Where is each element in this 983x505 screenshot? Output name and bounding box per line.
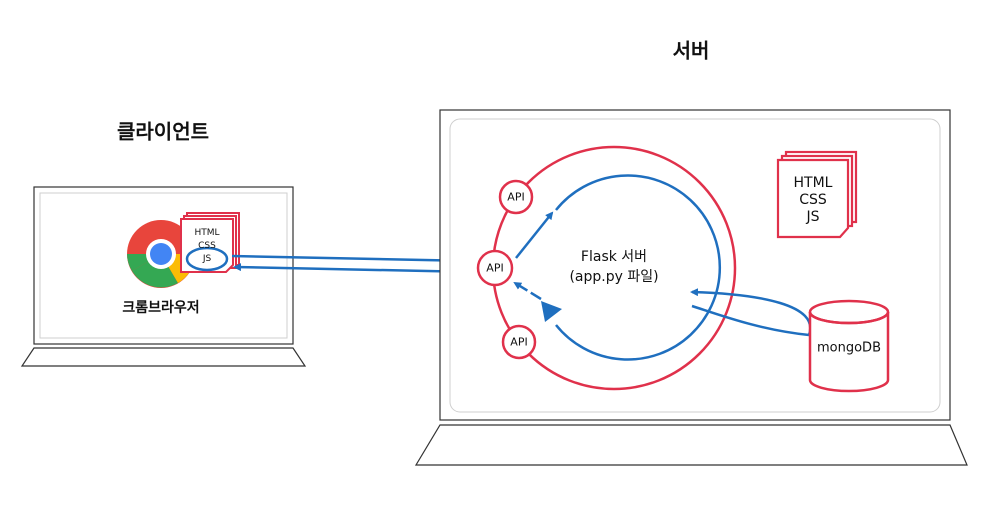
api-top-label: API [507,190,525,204]
server-laptop [414,109,968,466]
browser-label: 크롬브라우저 [122,300,200,316]
api-bottom-circle [501,324,537,360]
client-file-css: CSS [198,241,216,251]
client-file-stack [180,212,240,273]
flask-label: Flask 서버 [580,249,648,265]
client-laptop [20,186,307,367]
response-arrow [233,263,475,274]
client-title: 클라이언트 [117,119,209,144]
server-file-js: JS [806,209,820,225]
chrome-icon [127,220,195,288]
api-top-circle [498,179,534,215]
client-laptop-base [20,347,307,367]
flask-cycle-arrowhead [541,301,562,322]
server-file-html: HTML [793,175,833,191]
request-arrow [231,254,475,265]
flask-cycle-arc [555,174,721,361]
api-bottom-label: API [510,335,528,349]
server-file-stack [776,150,858,239]
client-js-highlight [185,246,229,272]
client-file-html: HTML [194,228,220,238]
client-file-js: JS [202,254,212,264]
server-laptop-base [414,424,968,466]
mongodb-database-icon [808,299,890,393]
flask-file-label: (app.py 파일) [569,269,659,285]
flask-to-api-arrow [513,281,542,301]
api-mid-circle [476,249,514,287]
mongodb-label: mongoDB [817,340,881,356]
api-to-flask-arrow [515,211,554,259]
server-file-css: CSS [799,192,827,208]
server-title: 서버 [672,38,710,63]
api-mid-label: API [486,261,504,275]
